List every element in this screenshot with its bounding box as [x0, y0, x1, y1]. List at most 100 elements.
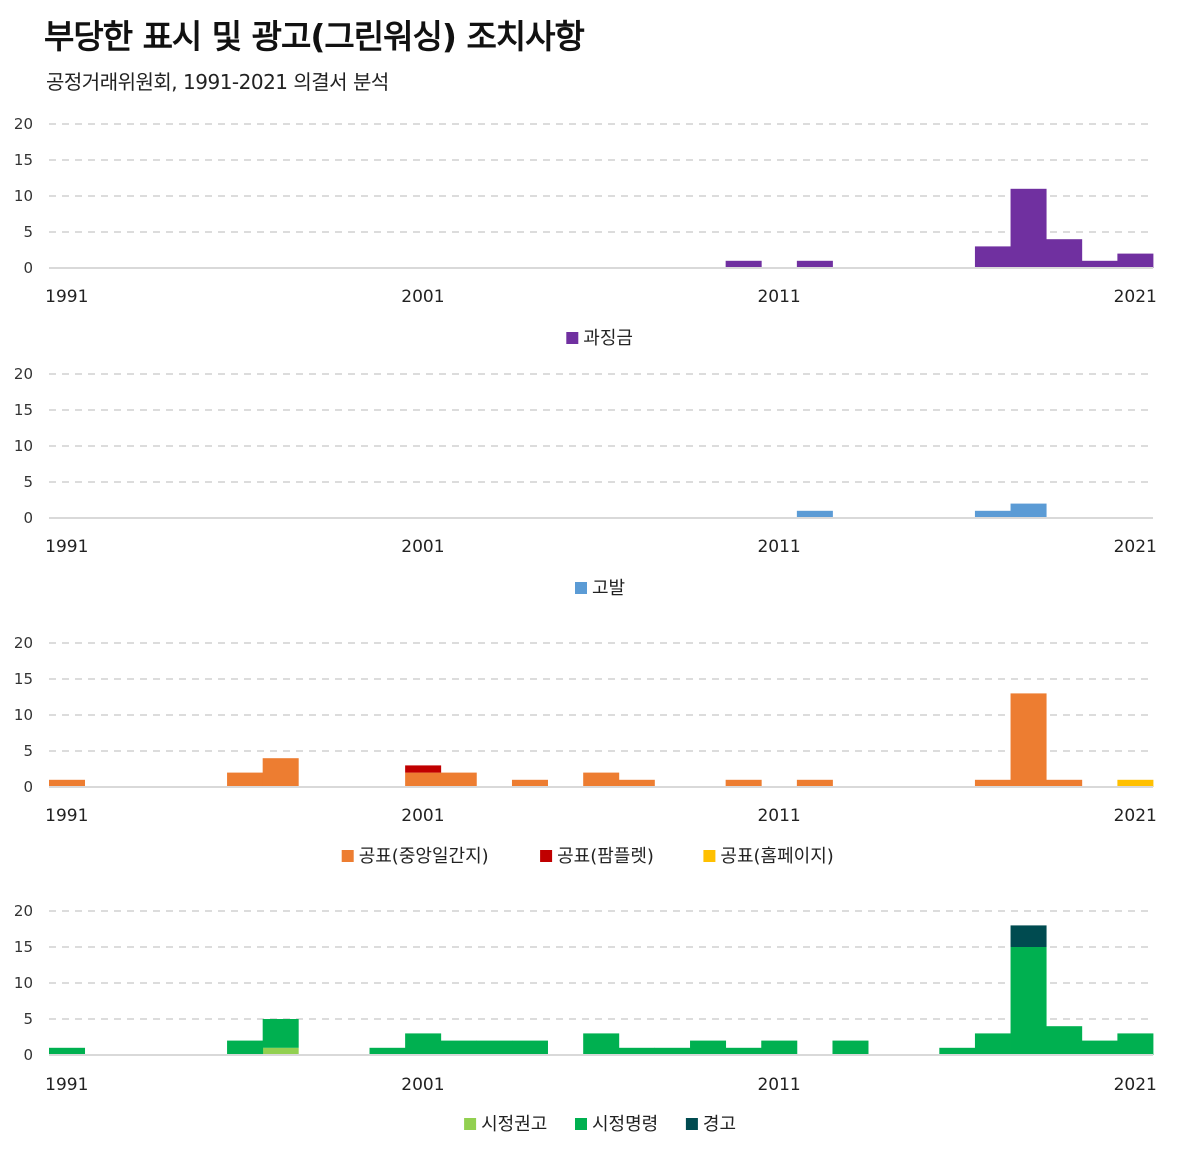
- bar: [476, 1040, 513, 1055]
- bar: [939, 1047, 976, 1055]
- bar: [227, 772, 264, 787]
- y-tick-label: 10: [14, 706, 33, 724]
- bar: [1081, 1040, 1118, 1055]
- legend-label: 시정명령: [592, 1114, 658, 1135]
- y-tick-label: 10: [14, 187, 33, 205]
- bar: [832, 1040, 869, 1055]
- bar: [262, 1047, 299, 1055]
- x-tick-label: 2001: [401, 1075, 444, 1095]
- y-tick-label: 0: [23, 259, 33, 277]
- bar: [761, 1040, 798, 1055]
- legend-swatch: [703, 850, 716, 862]
- y-tick-label: 20: [14, 115, 33, 133]
- legend-label: 공표(홈페이지): [720, 846, 833, 867]
- chart-title: 부당한 표시 및 광고(그린워싱) 조치사항: [44, 17, 585, 56]
- bar: [1010, 693, 1047, 787]
- legend-swatch: [464, 1118, 477, 1130]
- x-tick-label: 2001: [401, 537, 444, 557]
- bar: [440, 772, 477, 787]
- bar: [1081, 260, 1118, 268]
- y-tick-label: 0: [23, 1046, 33, 1064]
- x-tick-label: 1991: [45, 1075, 88, 1095]
- y-tick-label: 5: [23, 1010, 33, 1028]
- x-tick-label: 2021: [1114, 537, 1157, 557]
- y-tick-label: 0: [23, 509, 33, 527]
- bar: [262, 1019, 299, 1048]
- bar: [974, 246, 1011, 268]
- legend-swatch: [685, 1118, 698, 1130]
- bar: [974, 510, 1011, 518]
- y-tick-label: 5: [23, 473, 33, 491]
- bar: [796, 510, 833, 518]
- x-tick-label: 2011: [757, 1075, 800, 1095]
- bar: [1046, 779, 1083, 787]
- bar: [405, 765, 442, 773]
- bar: [1010, 925, 1047, 947]
- bar: [654, 1047, 691, 1055]
- legend-swatch: [341, 850, 354, 862]
- legend-label: 경고: [703, 1114, 736, 1135]
- bar: [1117, 253, 1154, 268]
- bar: [1117, 1033, 1154, 1055]
- bar: [618, 1047, 655, 1055]
- legend-label: 과징금: [583, 328, 633, 349]
- x-tick-label: 1991: [45, 537, 88, 557]
- chart-subtitle: 공정거래위원회, 1991-2021 의결서 분석: [46, 70, 389, 94]
- bar: [974, 1033, 1011, 1055]
- x-tick-label: 2021: [1114, 1075, 1157, 1095]
- bar: [405, 1033, 442, 1055]
- legend-label: 공표(팜플렛): [557, 846, 654, 867]
- bar: [405, 772, 442, 787]
- x-tick-label: 2011: [757, 537, 800, 557]
- x-tick-label: 2001: [401, 806, 444, 826]
- bar: [974, 779, 1011, 787]
- y-tick-label: 5: [23, 742, 33, 760]
- bar: [227, 1040, 264, 1055]
- y-tick-label: 10: [14, 437, 33, 455]
- x-tick-label: 2001: [401, 287, 444, 307]
- x-tick-label: 2011: [757, 806, 800, 826]
- x-tick-label: 2021: [1114, 806, 1157, 826]
- legend-swatch: [575, 582, 587, 594]
- bar: [583, 1033, 620, 1055]
- bar: [725, 1047, 762, 1055]
- bar: [725, 260, 762, 268]
- x-tick-label: 2011: [757, 287, 800, 307]
- bar: [796, 260, 833, 268]
- bar: [511, 1040, 548, 1055]
- bar: [369, 1047, 406, 1055]
- y-tick-label: 20: [14, 634, 33, 652]
- bar: [262, 758, 299, 787]
- x-tick-label: 2021: [1114, 287, 1157, 307]
- y-tick-label: 15: [14, 938, 33, 956]
- y-tick-label: 15: [14, 151, 33, 169]
- bar: [618, 779, 655, 787]
- x-tick-label: 1991: [45, 287, 88, 307]
- legend-label: 공표(중앙일간지): [359, 846, 489, 867]
- bar: [583, 772, 620, 787]
- x-tick-label: 1991: [45, 806, 88, 826]
- y-tick-label: 20: [14, 365, 33, 383]
- bar: [49, 1047, 86, 1055]
- y-tick-label: 5: [23, 223, 33, 241]
- bar: [511, 779, 548, 787]
- legend-label: 시정권고: [481, 1114, 547, 1135]
- legend-swatch: [575, 1118, 587, 1130]
- legend-swatch: [566, 332, 579, 344]
- legend-swatch: [540, 850, 553, 862]
- bar: [725, 779, 762, 787]
- y-tick-label: 15: [14, 670, 33, 688]
- bar: [1117, 779, 1154, 787]
- bar: [1046, 1026, 1083, 1055]
- y-tick-label: 0: [23, 778, 33, 796]
- bar: [49, 779, 86, 787]
- bar: [690, 1040, 727, 1055]
- y-tick-label: 20: [14, 902, 33, 920]
- bar: [1010, 947, 1047, 1055]
- bar: [796, 779, 833, 787]
- bar: [1046, 239, 1083, 268]
- bar: [1010, 503, 1047, 518]
- bar: [440, 1040, 477, 1055]
- y-tick-label: 15: [14, 401, 33, 419]
